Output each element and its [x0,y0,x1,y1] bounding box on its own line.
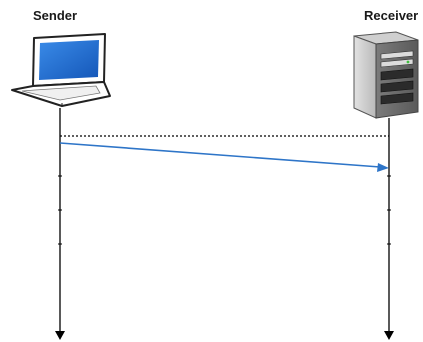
laptop-icon [11,33,111,107]
message-arrow [59,142,381,168]
receiver-label: Receiver [364,8,419,23]
receiver-lifeline-arrowhead [384,331,394,340]
lifeline-ticks [58,175,391,245]
message-arrowhead [377,163,389,172]
server-tower-icon [353,31,419,119]
sender-lifeline-arrowhead [55,331,65,340]
sender-label: Sender [33,8,78,23]
